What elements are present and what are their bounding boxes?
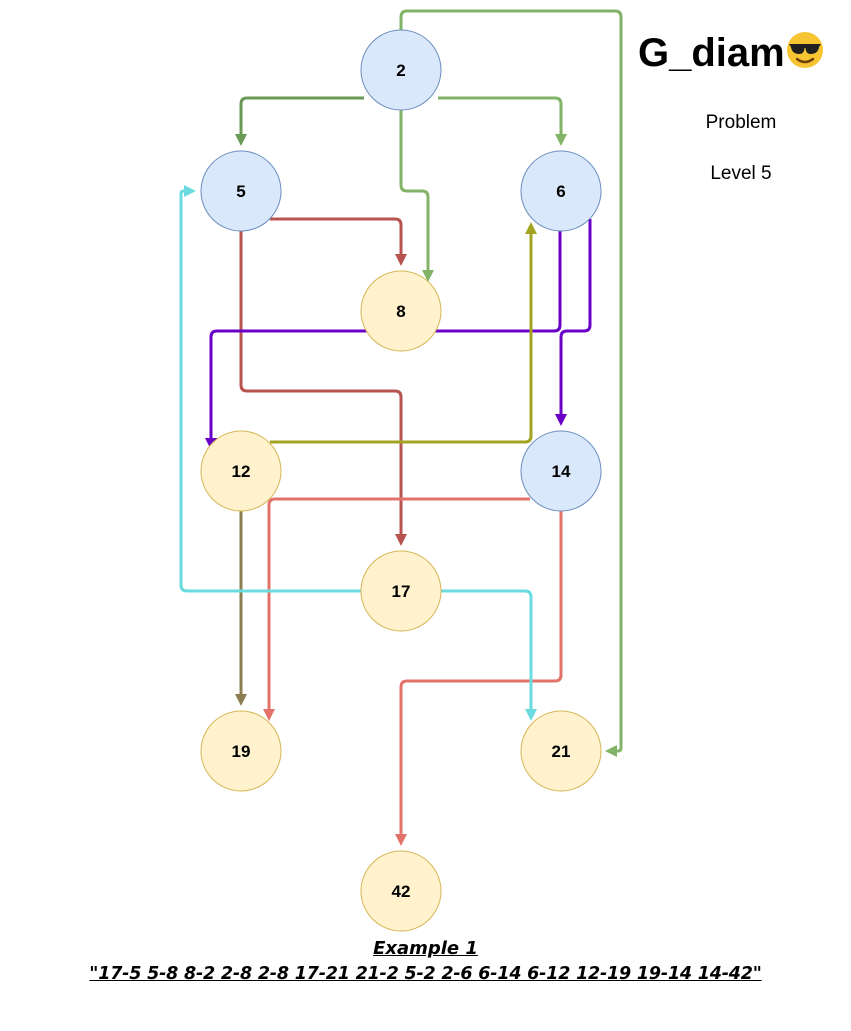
node-circle [360,850,442,932]
arrowhead-icon [555,134,567,146]
edge-line [399,511,563,836]
example-edge-list: "17-5 5-8 8-2 2-8 2-8 17-21 21-2 5-2 2-6… [89,964,762,984]
node-label: 14 [552,462,571,481]
title-text: G_diam [638,31,785,75]
node-14: 14 [520,430,602,512]
edge-line [239,96,364,136]
node-label: 21 [552,742,571,761]
node-label: 6 [556,182,565,201]
node-circle [360,550,442,632]
node-label: 17 [392,582,411,601]
node-2: 2 [360,29,442,111]
edge-2-to-21 [399,9,623,757]
node-label: 2 [396,61,405,80]
level-label: Level 5 [710,163,772,184]
node-label: 5 [236,182,245,201]
node-19: 19 [200,710,282,792]
node-circle [520,150,602,232]
arrowhead-icon [395,254,407,266]
node-layer: 2 5 6 8 12 14 17 19 21 42 [200,29,602,932]
edge-2-to-6 [438,96,567,146]
edge-line [438,96,563,136]
edge-17-to-5 [179,185,361,593]
node-circle [360,29,442,111]
arrowhead-icon [605,745,617,757]
edge-line [179,189,361,593]
arrowhead-icon [525,709,537,721]
node-circle [520,430,602,512]
node-label: 12 [232,462,251,481]
edge-5-to-8 [270,217,407,266]
node-circle [200,150,282,232]
arrowhead-icon [184,185,196,197]
edge-2-to-8 [399,110,434,282]
example-heading: Example 1 [373,938,478,959]
edge-14-to-42 [395,511,563,846]
edge-17-to-21 [441,589,537,721]
page-title: G_diam [638,30,825,80]
arrowhead-icon [395,834,407,846]
arrowhead-icon [555,414,567,426]
edge-2-to-5 [235,96,364,146]
node-circle [520,710,602,792]
node-21: 21 [520,710,602,792]
edge-6-to-14 [555,219,592,426]
node-42: 42 [360,850,442,932]
edge-line [399,9,623,753]
node-5: 5 [200,150,282,232]
edge-12-to-6 [270,222,537,444]
edge-line [270,232,533,444]
node-circle [200,430,282,512]
edge-12-to-19 [235,511,247,706]
node-circle [200,710,282,792]
arrowhead-icon [235,134,247,146]
node-label: 8 [396,302,405,321]
node-label: 19 [232,742,251,761]
arrowhead-icon [525,222,537,234]
arrowhead-icon [395,534,407,546]
arrowhead-icon [263,709,275,721]
edge-line [267,497,530,711]
edge-line [441,589,533,711]
edge-line [270,217,403,256]
edge-5-to-17 [239,231,407,546]
sunglasses-face-icon [785,30,825,80]
node-17: 17 [360,550,442,632]
arrowhead-icon [422,270,434,282]
node-label: 42 [392,882,411,901]
node-6: 6 [520,150,602,232]
node-12: 12 [200,430,282,512]
edge-line [399,110,430,272]
edge-line [239,231,403,536]
edge-line [559,219,592,416]
node-circle [360,270,442,352]
subtitle: Problem [705,112,777,133]
arrowhead-icon [235,694,247,706]
node-8: 8 [360,270,442,352]
edge-14-to-19 [263,497,530,721]
